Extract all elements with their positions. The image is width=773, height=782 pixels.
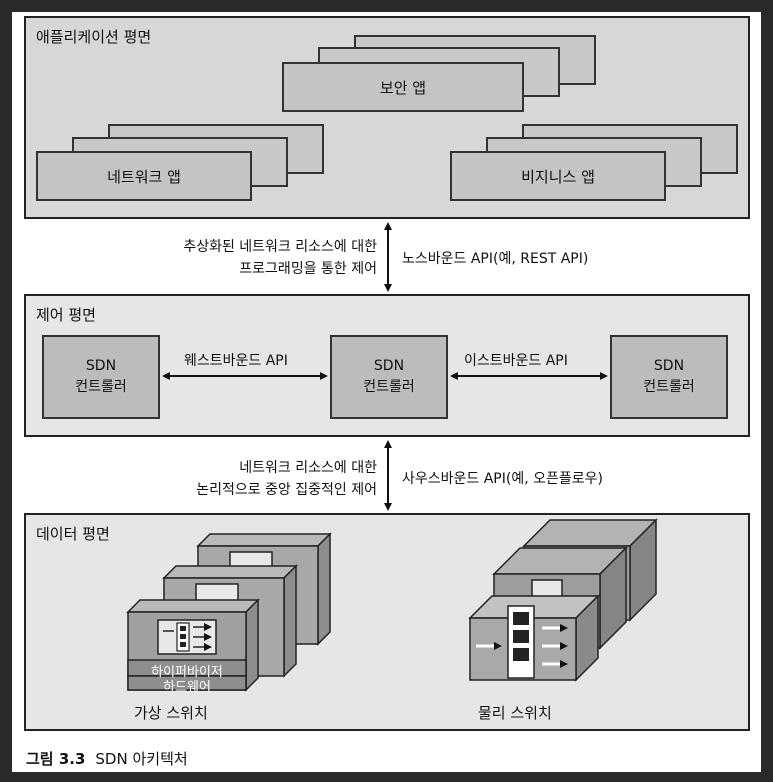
virtual-switch-label: 가상 스위치 xyxy=(134,704,208,722)
business-app-label: 비지니스 앱 xyxy=(521,167,595,186)
controller-west-line1: SDN xyxy=(85,358,117,374)
application-plane-title: 애플리케이션 평면 xyxy=(36,28,152,46)
northbound-desc-line2: 프로그래밍을 통한 제어 xyxy=(239,261,377,277)
controller-east-line1: SDN xyxy=(653,358,685,374)
data-plane-title: 데이터 평면 xyxy=(36,525,110,543)
business-app-box: 비지니스 앱 xyxy=(450,151,666,201)
figure-title: SDN 아키텍처 xyxy=(95,750,188,768)
physical-switch-label: 물리 스위치 xyxy=(478,704,552,722)
sdn-controller-west: SDN 컨트롤러 xyxy=(42,335,160,419)
southbound-desc-line2: 논리적으로 중앙 집중적인 제어 xyxy=(196,482,377,498)
northbound-desc-line1: 추상화된 네트워크 리소스에 대한 xyxy=(183,239,377,255)
eastbound-api-label: 이스트바운드 API xyxy=(464,353,568,369)
network-app-label: 네트워크 앱 xyxy=(107,167,181,186)
controller-center-line2: 컨트롤러 xyxy=(363,379,415,395)
northbound-api-label: 노스바운드 API(예, REST API) xyxy=(402,251,589,267)
southbound-api-label: 사우스바운드 API(예, 오픈플로우) xyxy=(402,471,603,487)
security-app-box: 보안 앱 xyxy=(282,62,524,112)
controller-center-line1: SDN xyxy=(373,358,405,374)
physical-switch-front xyxy=(468,594,600,682)
westbound-api-label: 웨스트바운드 API xyxy=(184,353,288,369)
controller-east-line2: 컨트롤러 xyxy=(643,379,695,395)
security-app-label: 보안 앱 xyxy=(379,78,427,97)
controller-west-line2: 컨트롤러 xyxy=(75,379,127,395)
figure-number: 그림 3.3 xyxy=(26,750,86,768)
hypervisor-label: 하이퍼바이저 xyxy=(151,665,223,680)
sdn-controller-center: SDN 컨트롤러 xyxy=(330,335,448,419)
control-plane-title: 제어 평면 xyxy=(36,306,96,324)
sdn-controller-east: SDN 컨트롤러 xyxy=(610,335,728,419)
virtual-switch-front xyxy=(126,598,260,692)
southbound-desc-line1: 네트워크 리소스에 대한 xyxy=(239,460,377,476)
network-app-box: 네트워크 앱 xyxy=(36,151,252,201)
hardware-label: 하드웨어 xyxy=(163,680,211,695)
figure-caption: 그림 3.3 SDN 아키텍처 xyxy=(26,748,188,769)
